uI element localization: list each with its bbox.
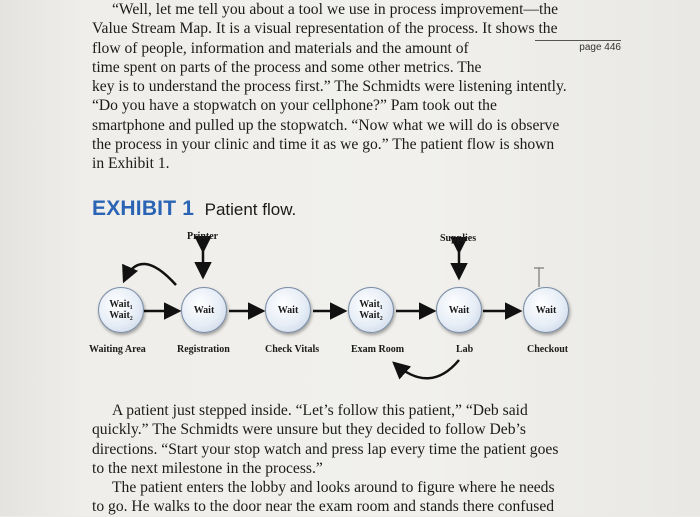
- station-node: Wait: [523, 287, 569, 333]
- printer-label: Printer: [187, 231, 219, 242]
- page-number-marker: page 446: [535, 40, 621, 53]
- text-line: key is to understand the process first.”…: [92, 78, 567, 96]
- patient-flow-diagram: Printer Supplies Wait₁ Wait₂ Wait Wait W…: [0, 225, 700, 395]
- text-line: the process in your clinic and time it a…: [92, 136, 555, 154]
- station-label: Check Vitals: [265, 344, 320, 355]
- paragraph-intro: “Well, let me tell you about a tool we u…: [92, 0, 624, 174]
- text-line: “Do you have a stopwatch on your cellpho…: [92, 97, 497, 115]
- wait-label: Wait: [535, 304, 557, 316]
- exam-lab-arrow: [392, 359, 460, 380]
- supplies-label: Supplies: [440, 233, 477, 244]
- text-line: time spent on parts of the process and s…: [92, 58, 482, 76]
- wait-label: Wait₂: [359, 310, 383, 321]
- text-line: flow of people, information and material…: [92, 39, 469, 57]
- station-node: Wait₁ Wait₂: [98, 287, 144, 333]
- station-node: Wait₁ Wait₂: [348, 287, 394, 333]
- text-line: “Well, let me tell you about a tool we u…: [112, 1, 559, 18]
- exhibit-caption: Patient flow.: [204, 200, 297, 219]
- text-line: to go. He walks to the door near the exa…: [92, 498, 555, 516]
- station-label: Exam Room: [351, 344, 405, 355]
- station-label: Lab: [456, 344, 474, 355]
- station-label: Registration: [177, 344, 230, 355]
- wait-label: Wait: [448, 304, 470, 316]
- paragraph-patient-enters: The patient enters the lobby and looks a…: [92, 478, 624, 517]
- wait-label: Wait: [193, 304, 215, 316]
- wait-label: Wait: [277, 304, 299, 316]
- text-line: A patient just stepped inside. “Let’s fo…: [112, 402, 528, 419]
- exhibit-heading: EXHIBIT 1 Patient flow.: [92, 197, 296, 221]
- paragraph-follow-patient: A patient just stepped inside. “Let’s fo…: [92, 401, 624, 478]
- text-line: smartphone and pulled up the stopwatch. …: [92, 116, 560, 134]
- text-line: directions. “Start your stop watch and p…: [92, 440, 559, 458]
- station-label: Waiting Area: [89, 344, 146, 355]
- station-node: Wait: [181, 287, 227, 333]
- text-line: quickly.” The Schmidts were unsure but t…: [92, 421, 526, 439]
- text-line: to the next milestone in the process.”: [92, 459, 323, 477]
- text-line: in Exhibit 1.: [92, 155, 170, 173]
- return-arrow: [122, 262, 177, 286]
- text-line: Value Stream Map. It is a visual represe…: [92, 20, 558, 38]
- wait-label: Wait₂: [109, 310, 133, 321]
- station-node: Wait: [265, 287, 311, 333]
- wait-label: Wait₁: [109, 299, 133, 310]
- station-label: Checkout: [527, 344, 569, 355]
- exhibit-number: EXHIBIT 1: [92, 197, 195, 220]
- text-line: The patient enters the lobby and looks a…: [112, 479, 555, 496]
- wait-label: Wait₁: [359, 299, 383, 310]
- flow-connectors: [122, 236, 544, 380]
- station-node: Wait: [436, 287, 482, 333]
